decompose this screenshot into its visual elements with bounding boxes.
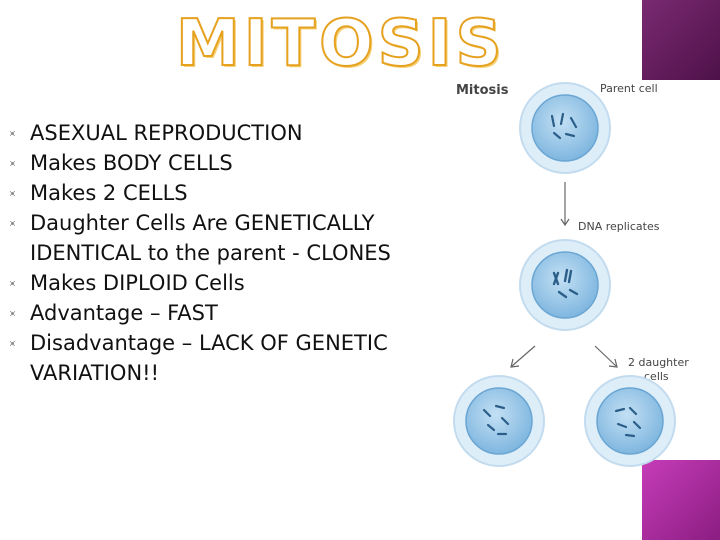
replicated-cell bbox=[519, 239, 611, 331]
mitosis-diagram: Mitosis Parent cell DNA replicates bbox=[453, 82, 689, 467]
bullet-text: Makes BODY CELLS bbox=[30, 151, 233, 175]
daughter-cells-label-line1: 2 daughter bbox=[628, 356, 689, 369]
bullet-icon bbox=[10, 191, 15, 196]
bullet-text: Disadvantage – LACK OF GENETIC VARIATION… bbox=[30, 331, 388, 385]
right-arrow-icon bbox=[594, 345, 618, 368]
bullet-item: ASEXUAL REPRODUCTION bbox=[10, 118, 460, 148]
dna-replicates-label: DNA replicates bbox=[578, 220, 660, 233]
parent-cell bbox=[519, 82, 611, 174]
bullet-icon bbox=[10, 161, 15, 166]
accent-block-top bbox=[642, 0, 720, 80]
bullet-icon bbox=[10, 131, 15, 136]
parent-cell-label: Parent cell bbox=[600, 82, 658, 95]
slide-title: MITOSIS bbox=[175, 6, 506, 82]
bullet-text: Makes 2 CELLS bbox=[30, 181, 188, 205]
bullet-item: Makes BODY CELLS bbox=[10, 148, 460, 178]
bullet-text: Advantage – FAST bbox=[30, 301, 218, 325]
bullet-item: Advantage – FAST bbox=[10, 298, 460, 328]
bullet-list: ASEXUAL REPRODUCTION Makes BODY CELLS Ma… bbox=[10, 118, 460, 388]
bullet-text: ASEXUAL REPRODUCTION bbox=[30, 121, 303, 145]
left-arrow-icon bbox=[510, 345, 536, 368]
bullet-item: Makes DIPLOID Cells bbox=[10, 268, 460, 298]
bullet-icon bbox=[10, 221, 15, 226]
daughter-cell-right bbox=[584, 375, 676, 467]
diagram-heading: Mitosis bbox=[456, 83, 509, 98]
accent-block-bottom bbox=[642, 460, 720, 540]
down-arrow-icon bbox=[560, 182, 570, 227]
daughter-cell-left bbox=[453, 375, 545, 467]
bullet-item: Disadvantage – LACK OF GENETIC VARIATION… bbox=[10, 328, 460, 388]
bullet-text: Makes DIPLOID Cells bbox=[30, 271, 245, 295]
bullet-icon bbox=[10, 341, 15, 346]
bullet-icon bbox=[10, 311, 15, 316]
bullet-icon bbox=[10, 281, 15, 286]
bullet-item: Makes 2 CELLS bbox=[10, 178, 460, 208]
bullet-text: Daughter Cells Are GENETICALLY IDENTICAL… bbox=[30, 211, 391, 265]
bullet-item: Daughter Cells Are GENETICALLY IDENTICAL… bbox=[10, 208, 460, 268]
